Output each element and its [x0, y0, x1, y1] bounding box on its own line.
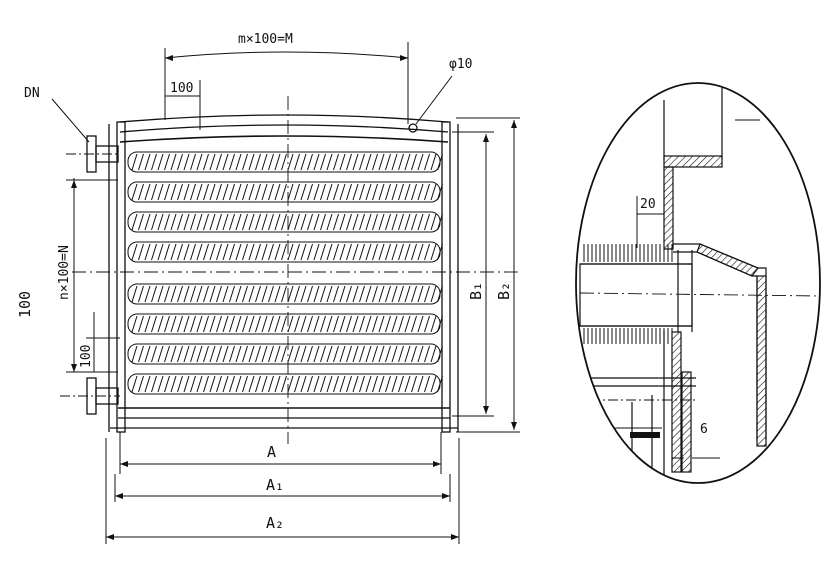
flange-bottom: [60, 377, 120, 415]
finned-tubes: [127, 151, 443, 395]
finned-tube: [127, 313, 443, 335]
label-dn: DN: [24, 86, 40, 101]
label-a2: A₂: [266, 514, 284, 532]
centre-lines: [72, 96, 520, 444]
dim-top: [164, 42, 409, 130]
flange-top: [66, 135, 120, 173]
vent-hole: [408, 123, 418, 133]
label-a1: A₁: [266, 476, 284, 494]
finned-tube: [127, 343, 443, 365]
arrowheads: [71, 55, 517, 540]
fin-lines: [583, 244, 673, 262]
label-side-stub: 100: [16, 291, 34, 318]
label-pitch-left: 100: [79, 345, 94, 368]
dn-leader: [51, 98, 90, 143]
fin-lines: [583, 328, 673, 344]
finned-tube: [127, 373, 443, 395]
finned-tube: [127, 181, 443, 203]
phi-leader: [415, 75, 453, 125]
finned-tube: [127, 283, 443, 305]
detail-fins-bottom: [583, 328, 673, 344]
detail-outline: [575, 82, 821, 484]
label-n-spacing: n×100=N: [57, 245, 72, 300]
main-labels: m×100=M φ10 100 DN n×100=N 100 100 B₁ B₂…: [16, 32, 513, 532]
finned-tube: [127, 151, 443, 173]
label-phi: φ10: [449, 57, 472, 72]
label-detail-thk: 6: [700, 422, 708, 437]
dim-right: [452, 117, 520, 433]
label-b1: B₁: [467, 282, 485, 300]
detail-fins-top: [583, 244, 673, 262]
dim-bottom: [105, 432, 460, 544]
dim-left: [66, 178, 120, 373]
main-view: [51, 42, 520, 544]
frame: [108, 114, 459, 433]
label-b2: B₂: [495, 282, 513, 300]
label-pitch-top: 100: [170, 81, 193, 96]
label-a: A: [267, 443, 276, 461]
label-m-spacing: m×100=M: [238, 32, 293, 47]
finned-tube: [127, 241, 443, 263]
label-detail-gap: 20: [640, 197, 656, 212]
detail-view: 20 6: [575, 82, 821, 484]
finned-tube: [127, 211, 443, 233]
